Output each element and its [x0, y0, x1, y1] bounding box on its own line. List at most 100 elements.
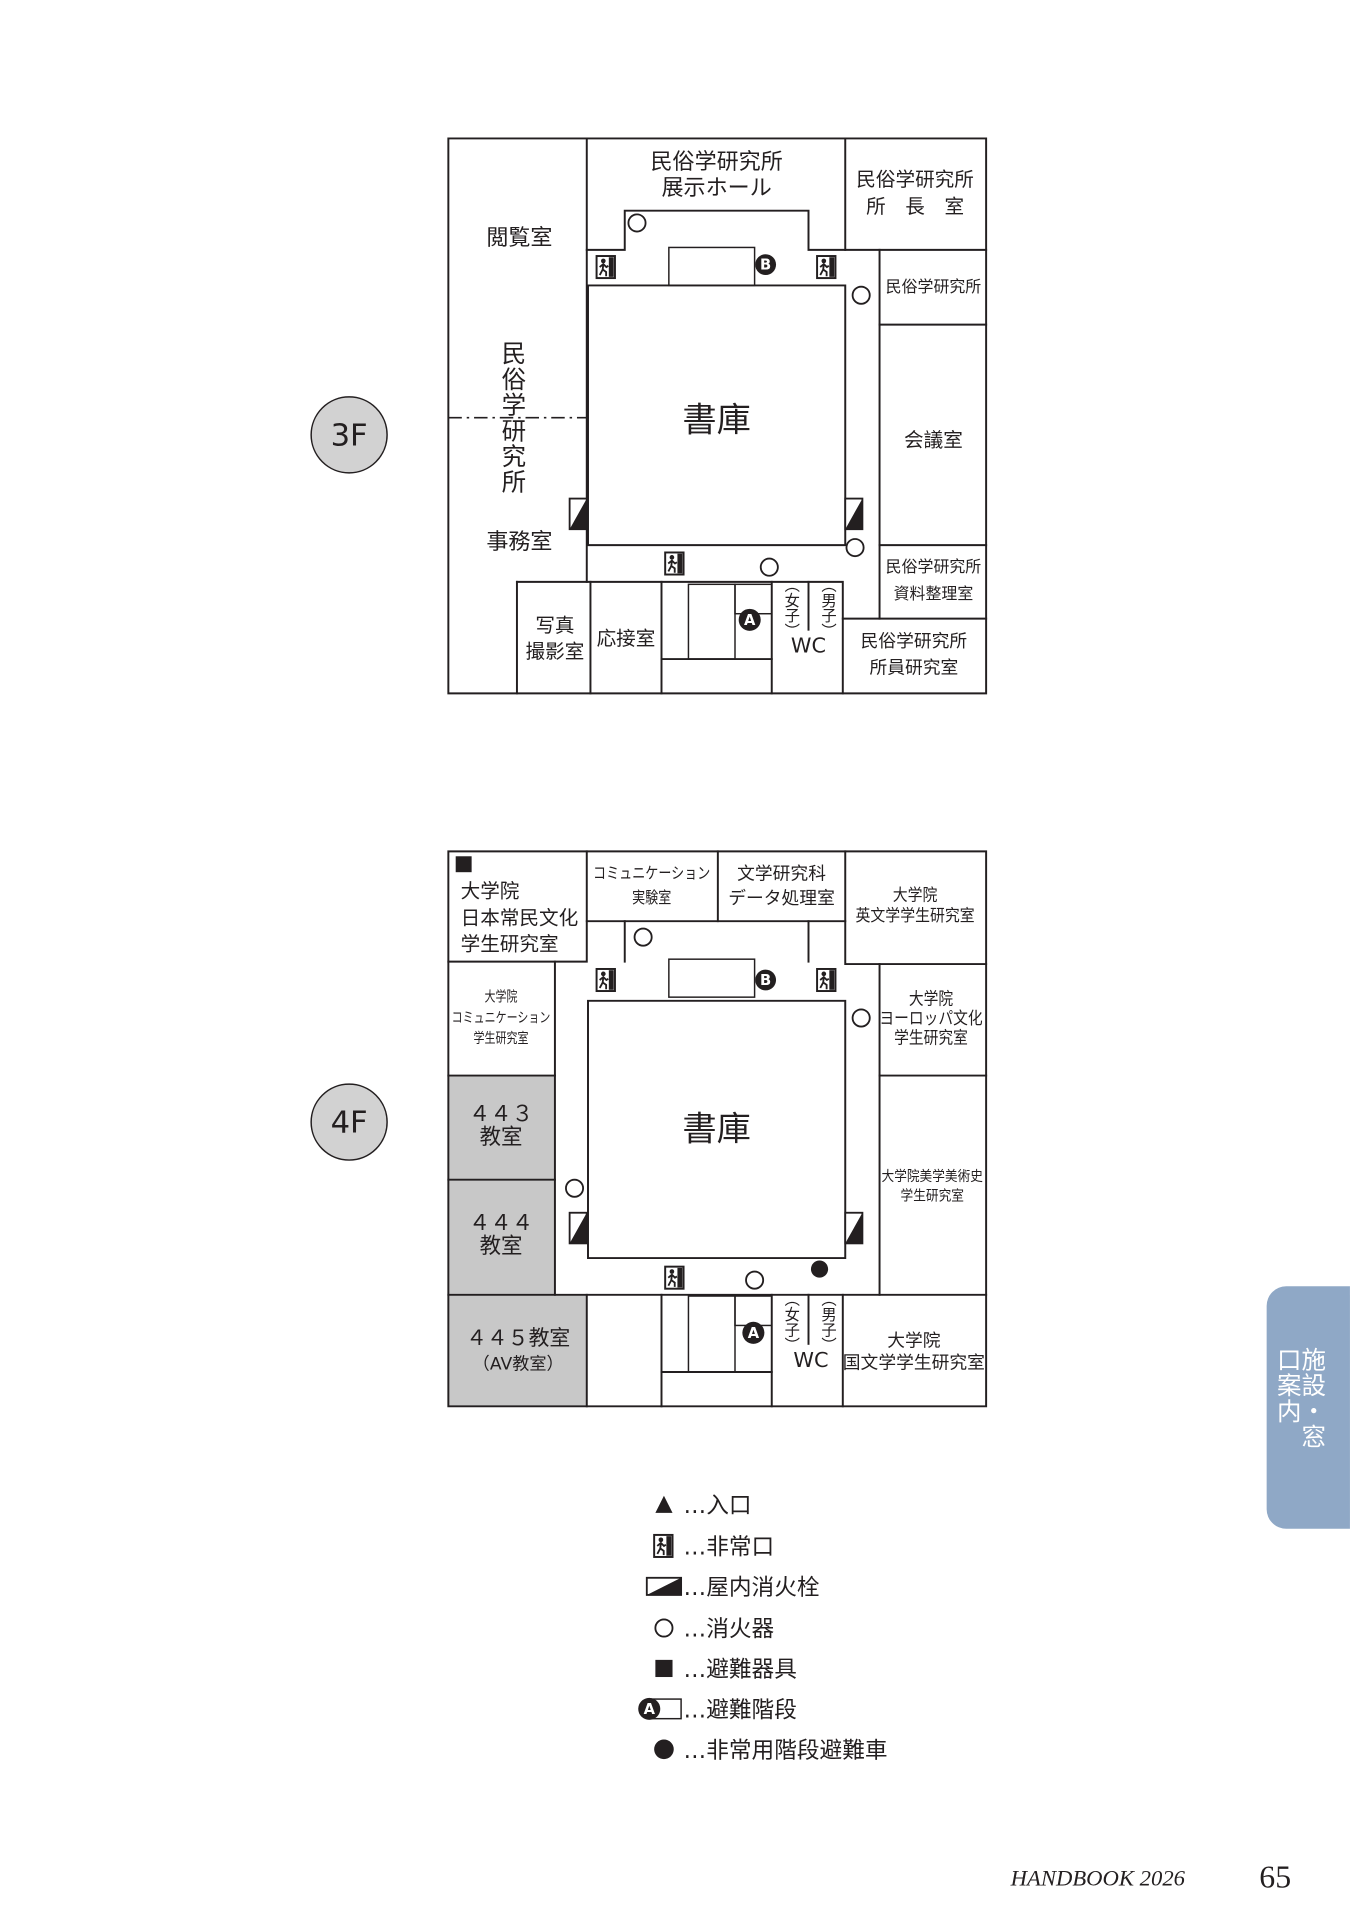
floor3-wall	[844, 137, 988, 251]
emergency-exit-icon	[664, 1265, 685, 1290]
label-line: （AV教室）	[472, 1354, 564, 1375]
evacuation-stair-icon	[638, 1697, 682, 1720]
floor3-stairs-b	[668, 246, 756, 287]
floor4-stacks-wall	[587, 999, 847, 1260]
legend-icons: A	[638, 1495, 683, 1760]
fire-extinguisher-icon	[851, 1008, 871, 1028]
office-label: 事務室	[486, 529, 553, 556]
photo-studio-label: 写真 撮影室	[526, 613, 585, 664]
page-number: 65	[1259, 1859, 1292, 1896]
label-line: データ処理室	[728, 889, 835, 909]
floor4-wall	[447, 850, 588, 963]
legend-exit-label: …非常口	[683, 1534, 775, 1561]
floor4-stair-a-letter: A	[748, 1325, 760, 1342]
floor4-wc-label: WC	[793, 1348, 829, 1373]
label-line: 資料整理室	[893, 585, 974, 604]
floor4-stair-b-marker	[755, 969, 777, 991]
label-line: 教室	[479, 1234, 523, 1260]
fire-extinguisher-icon	[627, 213, 647, 233]
label-line: 学生研究室	[473, 1029, 529, 1047]
label-line: ４４５教室	[466, 1326, 571, 1352]
legend-entrance-label: …入口	[683, 1493, 752, 1519]
fire-extinguisher-icon	[565, 1178, 585, 1198]
classroom-444-label: ４４４ 教室	[469, 1212, 533, 1260]
label-line: ヨーロッパ文化	[879, 1009, 983, 1029]
classroom-444-fill	[448, 1179, 555, 1295]
floor3-wall	[515, 580, 844, 695]
floor3-stacks-label: 書庫	[682, 399, 751, 441]
institute-vertical-label: 民俗学研究所	[497, 340, 527, 495]
label-line: 大学院	[484, 987, 518, 1006]
english-lit-room-label: 大学院 英文学学生研究室	[856, 886, 975, 928]
legend-stair-letter: A	[644, 1701, 656, 1718]
label-line: 展示ホール	[661, 175, 772, 201]
classroom-443-label: ４４３ 教室	[468, 1102, 534, 1151]
fire-hydrant-icon	[844, 497, 864, 531]
label-line: 撮影室	[525, 639, 585, 663]
communication-grad-room-label: 大学院 コミュニケーション 学生研究室	[452, 987, 551, 1049]
classroom-443-fill	[448, 1075, 555, 1180]
label-line: 教室	[479, 1125, 523, 1151]
floor4-stairs-a-upper	[734, 1295, 773, 1327]
emergency-exit-icon	[816, 255, 837, 280]
label-line: 学生研究室	[460, 931, 559, 956]
folk-culture-room-label: 大学院 日本常民文化 学生研究室	[461, 878, 579, 957]
evacuation-equipment-icon	[455, 856, 472, 873]
label-line: 日本常民文化	[460, 905, 579, 929]
classroom-445-fill	[448, 1294, 587, 1407]
staff-room-label: 民俗学研究所 所員研究室	[861, 628, 968, 682]
label-line: 民俗学研究所	[860, 632, 968, 652]
label-line: 所 長 室	[866, 194, 965, 219]
label-line: 英文学学生研究室	[855, 906, 975, 927]
fire-extinguisher-icon	[845, 538, 865, 558]
label-line: コミュニケーション	[451, 1008, 551, 1026]
emergency-exit-icon	[664, 551, 685, 576]
label-line: ４４３	[468, 1102, 534, 1127]
fire-extinguisher-icon	[745, 1270, 765, 1290]
label-line: 文学研究科	[737, 864, 826, 885]
label-line: 民俗学研究所	[856, 167, 974, 192]
emergency-exit-icon	[653, 1533, 674, 1558]
floor3-stacks-wall	[587, 284, 847, 547]
legend-hydrant-label: …屋内消火栓	[683, 1575, 820, 1602]
label-line: 大学院	[908, 989, 954, 1010]
label-line: 民俗学研究所	[650, 149, 783, 176]
floor3-stair-a-letter: A	[744, 612, 756, 629]
floor3-stair-b-marker	[755, 254, 777, 276]
floor3-label: 3F	[330, 417, 368, 453]
floor3-stair-b-letter: B	[760, 257, 771, 274]
institute-room-label: 民俗学研究所	[885, 278, 982, 297]
fire-hydrant-icon	[568, 1211, 588, 1245]
floor4-badge	[310, 1083, 388, 1161]
emergency-exit-icon	[816, 967, 837, 993]
meeting-room-label: 会議室	[904, 428, 963, 452]
section-side-tab-label: 施設・窓口案内	[1272, 1346, 1327, 1450]
director-room-label: 民俗学研究所 所 長 室	[856, 167, 974, 221]
label-line: 学生研究室	[894, 1029, 968, 1049]
label-line: 大学院	[887, 1331, 941, 1352]
floor4-stairs-a	[687, 1295, 736, 1373]
reading-room-label: 閲覧室	[486, 225, 553, 252]
footer-book-title: HANDBOOK 2026	[1010, 1866, 1186, 1892]
fire-extinguisher-icon	[851, 285, 871, 305]
fire-hydrant-icon	[645, 1576, 683, 1596]
japanese-lit-room-label: 大学院 国文学学生研究室	[843, 1330, 985, 1374]
floor3-wall	[585, 209, 847, 251]
fire-extinguisher-icon	[654, 1618, 674, 1638]
floor3-stairs-a-upper	[734, 583, 773, 615]
emergency-exit-icon	[595, 967, 616, 993]
label-line: 学生研究室	[900, 1187, 964, 1205]
floor4-stair-b-letter: B	[760, 972, 771, 989]
classroom-445-label: ４４５教室 （AV教室）	[466, 1327, 570, 1378]
floor4-womens-label: （女子）	[781, 1291, 801, 1353]
label-line: 国文学学生研究室	[842, 1353, 985, 1374]
archive-room-label: 民俗学研究所 資料整理室	[886, 555, 982, 609]
label-line: 写真	[535, 613, 575, 637]
label-line: 民俗学研究所	[885, 558, 982, 577]
floor4-mens-label: （男子）	[818, 1291, 837, 1353]
floor3-wc-label: WC	[790, 634, 827, 659]
exhibition-hall-label: 民俗学研究所 展示ホール	[650, 149, 782, 200]
label-line: コミュニケーション	[593, 864, 711, 884]
floor3-outer-wall	[447, 137, 988, 695]
stair-evacuation-chair-icon	[810, 1260, 829, 1278]
